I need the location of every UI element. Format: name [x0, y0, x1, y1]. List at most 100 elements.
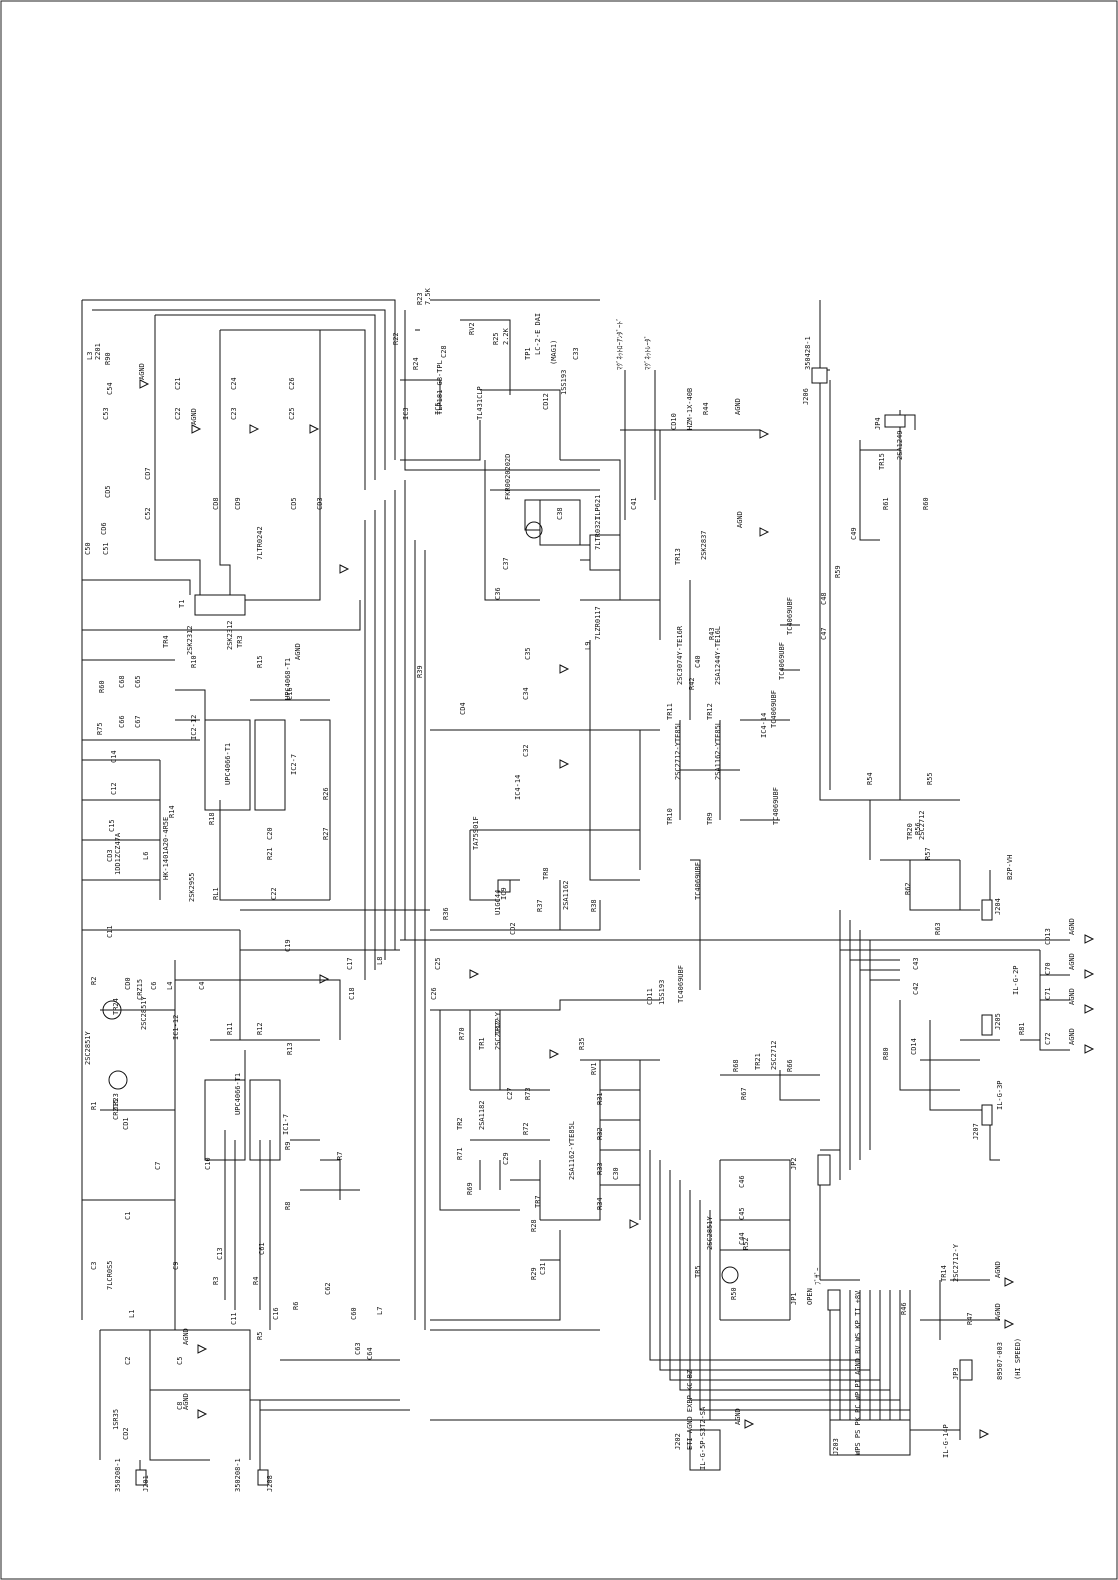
label-c32: C32: [522, 744, 530, 757]
label-lbl_2sa: 2SA1162: [562, 880, 570, 910]
label-r12: R12: [256, 1022, 264, 1035]
label-c28: C28: [440, 345, 448, 358]
label-cd2bpn: 1SR35: [112, 1409, 120, 1430]
label-tr10pn: 2SC2712-YTE85L: [674, 721, 682, 780]
label-c26: C26: [430, 987, 438, 1000]
label-r8: R8: [284, 1202, 292, 1210]
label-tr3: TR3: [236, 635, 244, 648]
label-ic1pn: UPC4066-T1: [234, 1073, 242, 1115]
label-cd5: CD5: [104, 485, 112, 498]
label-j201: J201: [142, 1475, 150, 1492]
label-lbl_fdiode: FKR0020202D: [504, 454, 512, 500]
label-j202: J202: [674, 1433, 682, 1450]
label-j202pins: ETI AGND EXBP KC BZ: [686, 1370, 694, 1450]
label-c27: C27: [506, 1087, 514, 1100]
label-lbl_d11pn: 1SS193: [658, 980, 666, 1005]
connector-jp1: [827, 1289, 841, 1311]
label-lbl_7ltr: 7LTR0242: [256, 526, 264, 560]
label-r33: R33: [596, 1162, 604, 1175]
label-c16b: C16: [272, 1307, 280, 1320]
label-r56: R56: [914, 822, 922, 835]
label-c68: C68: [118, 675, 126, 688]
label-c52: C52: [144, 507, 152, 520]
label-lbl_agnd10: AGND: [994, 1303, 1002, 1320]
label-lbl_agnd5: AGND: [1068, 918, 1076, 935]
label-ic4d: TC4069UBF: [778, 642, 786, 680]
label-c72: C72: [1044, 1032, 1052, 1045]
transistor-symbols: [102, 521, 739, 1284]
label-c24: C24: [230, 377, 238, 390]
label-ic4a: IC4-14: [514, 775, 522, 800]
label-lbl_rl: RL1: [212, 887, 220, 900]
label-cd7: CD7: [144, 467, 152, 480]
label-r70: R70: [458, 1027, 466, 1040]
label-r75: R75: [96, 722, 104, 735]
label-lbl_rlpn: 2SK2955: [188, 872, 196, 902]
label-c54: C54: [106, 382, 114, 395]
label-lbl_d12: CD12: [542, 393, 550, 410]
label-tr8: TR8: [542, 867, 550, 880]
label-cd5b: CD5: [290, 497, 298, 510]
label-tr4pn: 2SK2312: [186, 625, 194, 655]
connector-j207: [981, 1104, 993, 1126]
label-c5: C5: [176, 1357, 184, 1365]
label-ic4e: TC4069UBF: [770, 690, 778, 728]
label-r52: R52: [742, 1237, 750, 1250]
label-l1pn: 7LCR0S5: [106, 1260, 114, 1290]
label-lbl_d12pn: 1SS193: [560, 370, 568, 395]
label-c4: C4: [198, 982, 206, 990]
label-c31: C31: [539, 1262, 547, 1275]
label-c29: C29: [502, 1152, 510, 1165]
label-tr11: TR11: [666, 703, 674, 720]
label-lbl_sig1: ﾏｸﾞﾈｯﾄﾛｰｱﾝﾀﾞｰﾄﾞ: [616, 318, 624, 371]
label-j205: J205: [994, 1013, 1002, 1030]
label-r80: R80: [882, 1047, 890, 1060]
label-c21: C21: [174, 377, 182, 390]
label-j206: J206: [802, 388, 810, 405]
label-lbl_cd1pn: CRZ15: [112, 1099, 120, 1120]
label-ic7: TLP621: [594, 495, 602, 520]
label-jp3: JP3: [952, 1367, 960, 1380]
label-tr7pn: 2SA1162-YTE85L: [568, 1121, 576, 1180]
label-j204: J204: [994, 898, 1002, 915]
label-tr10: TR10: [666, 808, 674, 825]
label-tr1: TR1: [478, 1037, 486, 1050]
label-cd14: CD14: [910, 1038, 918, 1055]
label-r34: R34: [596, 1197, 604, 1210]
label-r3: R3: [212, 1277, 220, 1285]
label-ic4b: IC4-14: [760, 713, 768, 738]
label-lbl_agnd4: AGND: [736, 511, 744, 528]
label-r42: R42: [688, 677, 696, 690]
label-l6pn: HK-1401A20-4R5E: [162, 817, 170, 880]
label-c20: C20: [266, 827, 274, 840]
label-r11: R11: [226, 1022, 234, 1035]
label-ic2pn: UPC4066-T1: [224, 743, 232, 785]
label-tr3pn: 2SK2312: [226, 620, 234, 650]
label-c12: C12: [110, 782, 118, 795]
label-ic1b: IC1-7: [282, 1114, 290, 1135]
label-j204pn: B2P-VH: [1006, 855, 1014, 880]
label-c71: C71: [1044, 987, 1052, 1000]
connector-j204: [981, 899, 993, 921]
label-l4: L4: [166, 982, 174, 990]
label-r43: R43: [708, 627, 716, 640]
label-c35: C35: [524, 647, 532, 660]
label-c43: C43: [912, 957, 920, 970]
label-c53: C53: [102, 407, 110, 420]
label-r23: R23: [416, 292, 424, 305]
label-l6: L6: [142, 852, 150, 860]
label-jp4: JP4: [874, 417, 882, 430]
label-c22b: C22: [174, 407, 182, 420]
label-rv1: RV1: [590, 1062, 598, 1075]
transformer-t1: [194, 594, 246, 616]
label-ic5: IC5: [434, 402, 442, 415]
label-c6: C6: [150, 982, 158, 990]
label-j203pins: WPS PS PK PC WP PI AGND BV WS KP TI +8V: [854, 1290, 862, 1455]
label-tr13pn: 2SK2837: [700, 530, 708, 560]
label-r36: R36: [442, 907, 450, 920]
connector-j201: [135, 1469, 147, 1486]
label-lbl_bias: AGND: [294, 643, 302, 660]
label-c41: C41: [630, 497, 638, 510]
label-ic4f: TC4069UBF: [772, 787, 780, 825]
label-r37: R37: [536, 899, 544, 912]
